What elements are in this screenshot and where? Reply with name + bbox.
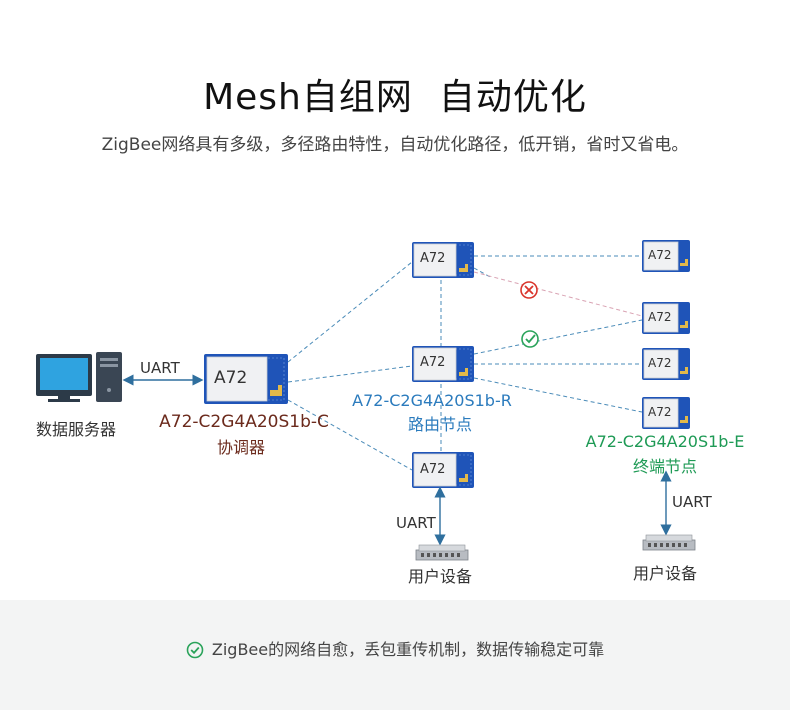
- user-device-label-left: 用户设备: [407, 567, 473, 586]
- content-panel: [0, 0, 790, 600]
- user-device-icon-right: [642, 534, 696, 551]
- coordinator-module: [204, 354, 288, 404]
- uart-label-server: UART: [140, 359, 180, 377]
- title-optimize: 自动优化: [438, 77, 587, 118]
- uart-label-router: UART: [396, 514, 436, 532]
- uart-label-end: UART: [672, 493, 712, 511]
- broken-link: [473, 271, 643, 317]
- end-1-chip-label: A72: [648, 248, 672, 262]
- page-subtitle: ZigBee网络具有多级，多径路由特性，自动优化路径，低开销，省时又省电。: [101, 135, 689, 155]
- router-role: 路由节点: [407, 415, 473, 434]
- coordinator-model: A72-C2G4A20S1b-C: [159, 412, 329, 432]
- router-top-chip-label: A72: [420, 251, 446, 266]
- end-role: 终端节点: [632, 457, 698, 476]
- end-model: A72-C2G4A20S1b-E: [585, 432, 745, 451]
- user-device-icon-left: [415, 544, 469, 561]
- end-2-chip-label: A72: [648, 310, 672, 324]
- router-model: A72-C2G4A20S1b-R: [352, 391, 512, 410]
- title-mesh: Mesh自组网: [203, 77, 413, 118]
- link-error-icon: [520, 281, 538, 299]
- end-3-chip-label: A72: [648, 356, 672, 370]
- coordinator-chip-label: A72: [214, 368, 248, 388]
- end-4-chip-label: A72: [648, 405, 672, 419]
- router-mid-chip-label: A72: [420, 355, 446, 370]
- user-device-label-right: 用户设备: [632, 564, 698, 583]
- server-label: 数据服务器: [35, 420, 117, 439]
- router-bottom-chip-label: A72: [420, 462, 446, 477]
- link-ok-icon: [521, 330, 539, 348]
- mesh-links: [287, 255, 643, 471]
- coordinator-role: 协调器: [216, 438, 266, 457]
- check-circle-icon: [186, 641, 204, 663]
- footer-note-text: ZigBee的网络自愈，丢包重传机制，数据传输稳定可靠: [211, 640, 605, 659]
- computer-icon: [36, 352, 122, 402]
- page-title: Mesh自组网自动优化: [0, 68, 790, 120]
- footer-note: ZigBee的网络自愈，丢包重传机制，数据传输稳定可靠: [0, 636, 790, 663]
